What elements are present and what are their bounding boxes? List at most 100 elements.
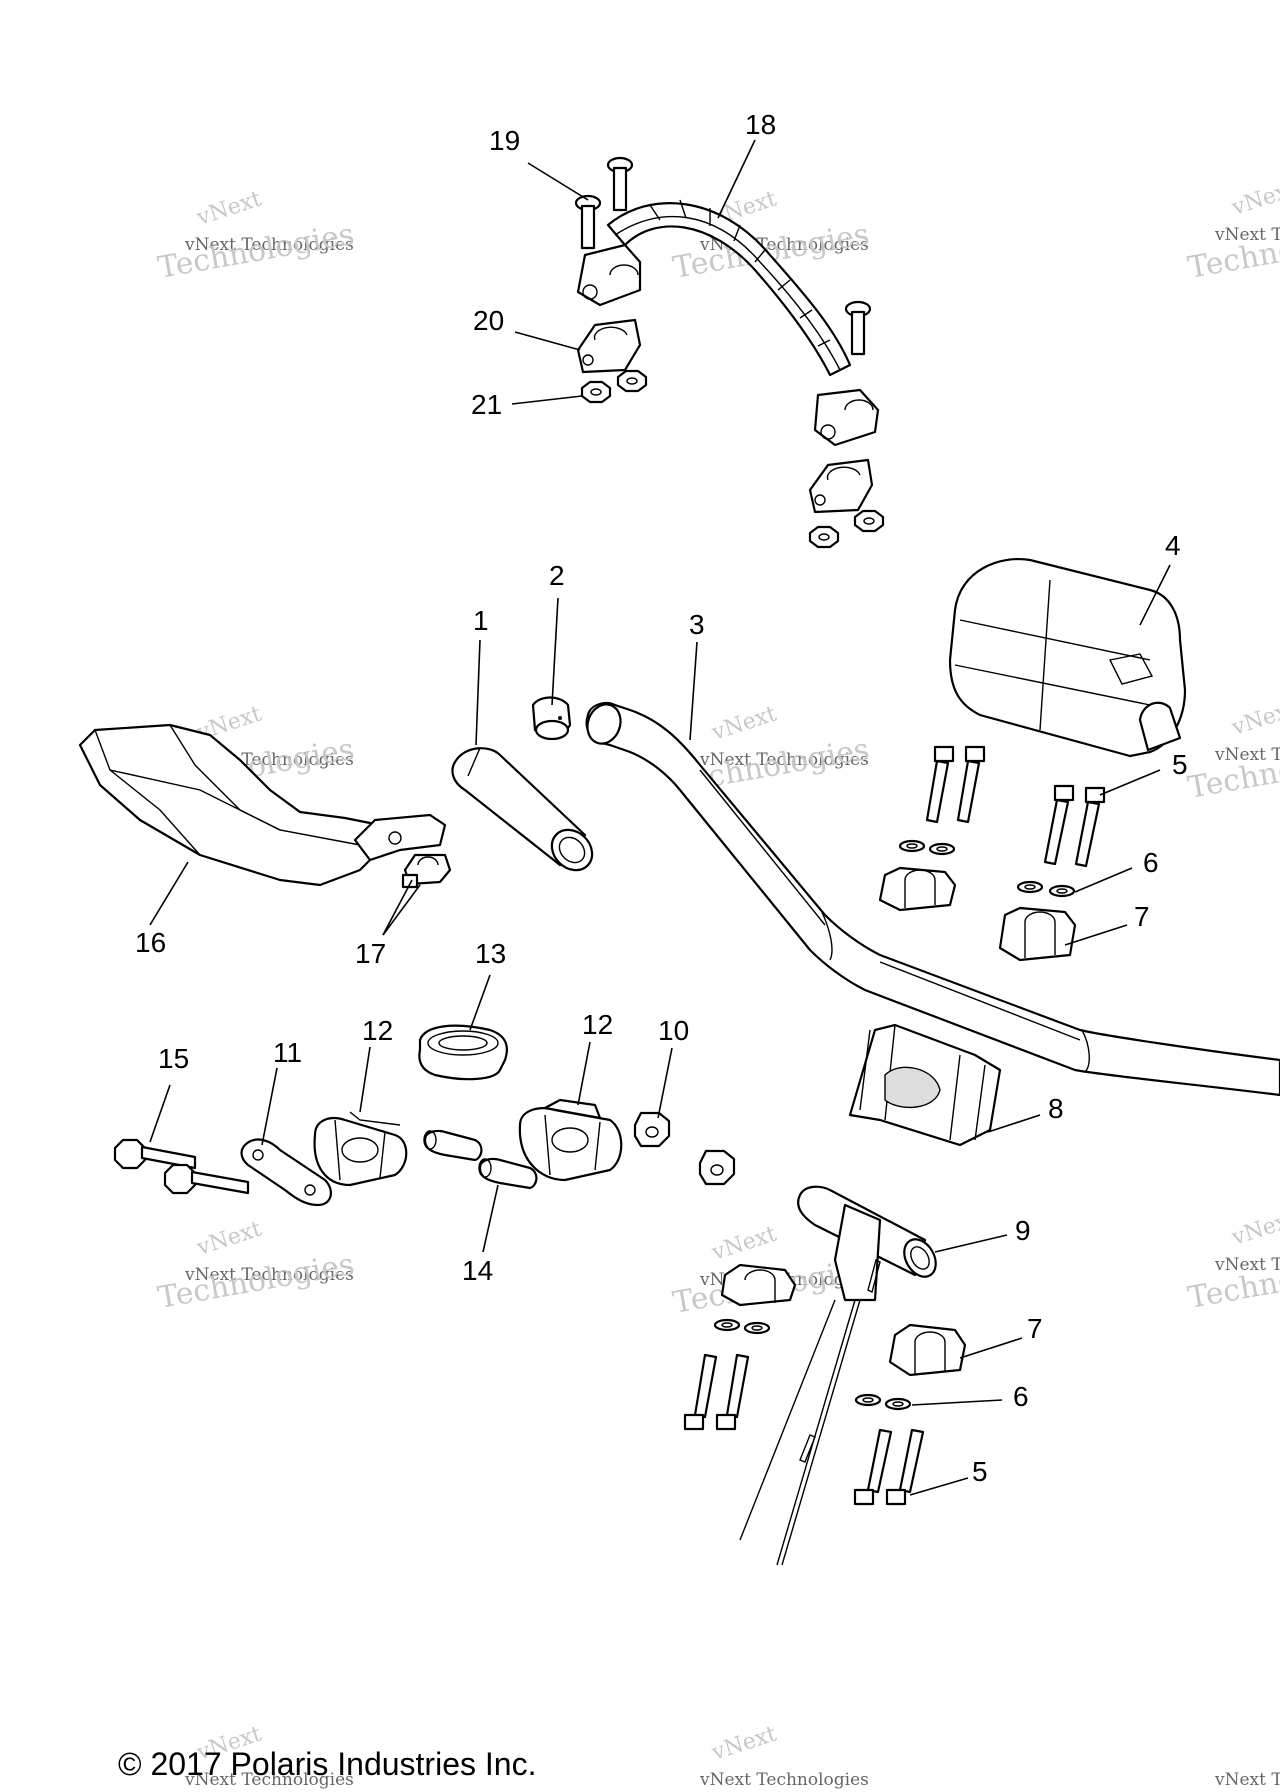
svg-text:vNext Technologies: vNext Technologies: [1214, 1770, 1280, 1790]
watermark: vNext vNext Technologies Technologies: [1185, 1207, 1280, 1316]
svg-text:vNext Technologies: vNext Technologies: [184, 1265, 354, 1285]
bolt: [956, 745, 986, 824]
nut: [580, 380, 612, 404]
flange-bolt: [163, 1163, 250, 1195]
bar-clamp: [998, 906, 1077, 962]
spacer: [423, 1129, 483, 1162]
handguard: [78, 723, 447, 887]
bolt: [1043, 784, 1075, 866]
callout-5: 5: [972, 1456, 988, 1487]
callout-16: 16: [135, 927, 166, 958]
svg-text:vNext: vNext: [708, 702, 780, 747]
bar-clamp: [878, 866, 957, 912]
bolt: [885, 1428, 925, 1506]
svg-text:Technologies: Technologies: [155, 217, 357, 286]
callouts: 19 18 20 21 4 2 1 3 5 6 7 16 17 13 15 11…: [135, 109, 1188, 1487]
bar-clamp: [720, 1263, 797, 1307]
washer: [1016, 880, 1044, 894]
watermark: vNext vNext Technologies Technologies: [155, 1217, 357, 1316]
callout-5: 5: [1172, 749, 1188, 780]
link-plate: [240, 1138, 332, 1207]
callout-8: 8: [1048, 1093, 1064, 1124]
cap-clamp: [518, 1098, 623, 1182]
svg-text:vNext Technologies: vNext Technologies: [1214, 745, 1280, 765]
flange-bolt: [113, 1138, 197, 1170]
svg-text:vNext Technologies: vNext Technologies: [184, 235, 354, 255]
callout-17: 17: [355, 938, 386, 969]
svg-text:vNext Technologies: vNext Technologies: [1214, 1255, 1280, 1275]
callout-11: 11: [273, 1037, 302, 1068]
callout-1: 1: [473, 605, 489, 636]
nut: [853, 509, 885, 533]
ring: [418, 1024, 508, 1081]
washer: [713, 1318, 741, 1332]
callout-9: 9: [1015, 1215, 1031, 1246]
callout-7: 7: [1027, 1313, 1043, 1344]
bolt: [715, 1353, 750, 1431]
washer: [928, 842, 956, 856]
screw: [574, 194, 602, 250]
callout-21: 21: [471, 389, 502, 420]
riser-post: [739, 1185, 937, 1566]
washer: [898, 839, 926, 853]
callout-13: 13: [475, 938, 506, 969]
bar-clamp: [888, 1323, 967, 1377]
nut: [616, 369, 648, 393]
callout-3: 3: [689, 609, 705, 640]
svg-text:vNext Technologies: vNext Technologies: [184, 1770, 354, 1790]
bolt: [853, 1428, 893, 1506]
lower-clamp: [576, 318, 642, 374]
svg-text:Technologies: Technologies: [155, 1247, 357, 1316]
svg-text:vNext Technologies: vNext Technologies: [699, 750, 869, 770]
cap-clamp: [313, 1111, 408, 1187]
svg-text:vNext: vNext: [708, 1722, 780, 1767]
bolt: [1074, 786, 1106, 868]
callout-4: 4: [1165, 530, 1181, 561]
callout-6: 6: [1013, 1381, 1029, 1412]
svg-text:vNext: vNext: [1228, 1207, 1280, 1252]
washer: [743, 1321, 771, 1335]
watermark: vNext vNext Technologies Technologies: [1185, 697, 1280, 806]
bolt: [925, 745, 955, 824]
washer: [884, 1397, 912, 1411]
flange-nut: [633, 1111, 671, 1148]
callout-12: 12: [362, 1015, 393, 1046]
copyright-notice: © 2017 Polaris Industries Inc.: [118, 1746, 537, 1782]
svg-text:vNext: vNext: [193, 1217, 265, 1262]
callout-15: 15: [158, 1043, 189, 1074]
callout-7: 7: [1134, 901, 1150, 932]
handguard-clamp: [401, 853, 452, 889]
lower-clamp: [808, 458, 874, 514]
screw: [844, 300, 872, 356]
callout-19: 19: [489, 125, 520, 156]
svg-text:vNext: vNext: [193, 187, 265, 232]
bar-end-plug: [531, 696, 572, 741]
svg-text:vNext: vNext: [708, 1222, 780, 1267]
handle-grip: [451, 747, 594, 872]
svg-text:vNext Technologies: vNext Technologies: [699, 1770, 869, 1790]
washer: [854, 1393, 882, 1407]
callout-12: 12: [582, 1009, 613, 1040]
svg-text:vNext Technologies: vNext Technologies: [1214, 225, 1280, 245]
spacer: [478, 1157, 538, 1190]
svg-text:vNext: vNext: [1228, 177, 1280, 222]
watermark: vNext vNext Technologies Technologies: [1185, 177, 1280, 286]
handlebar: [585, 701, 1280, 1097]
callout-10: 10: [658, 1015, 689, 1046]
watermarks: vNext vNext Technologies Technologies vN…: [155, 177, 1280, 1790]
callout-18: 18: [745, 109, 776, 140]
washer: [1048, 884, 1076, 898]
crossbar-pad: [948, 558, 1187, 758]
leader-lines: [149, 139, 1171, 1496]
watermark: vNext vNext Technologies: [699, 1722, 869, 1790]
svg-text:vNext: vNext: [1228, 697, 1280, 742]
callout-14: 14: [462, 1255, 493, 1286]
nut: [808, 525, 840, 549]
watermark: vNext vNext Technologies Technologies: [155, 187, 357, 286]
riser-clamp: [848, 1023, 1002, 1147]
callout-20: 20: [473, 305, 504, 336]
callout-6: 6: [1143, 847, 1159, 878]
flange-nut: [698, 1149, 736, 1186]
screw: [606, 156, 634, 212]
